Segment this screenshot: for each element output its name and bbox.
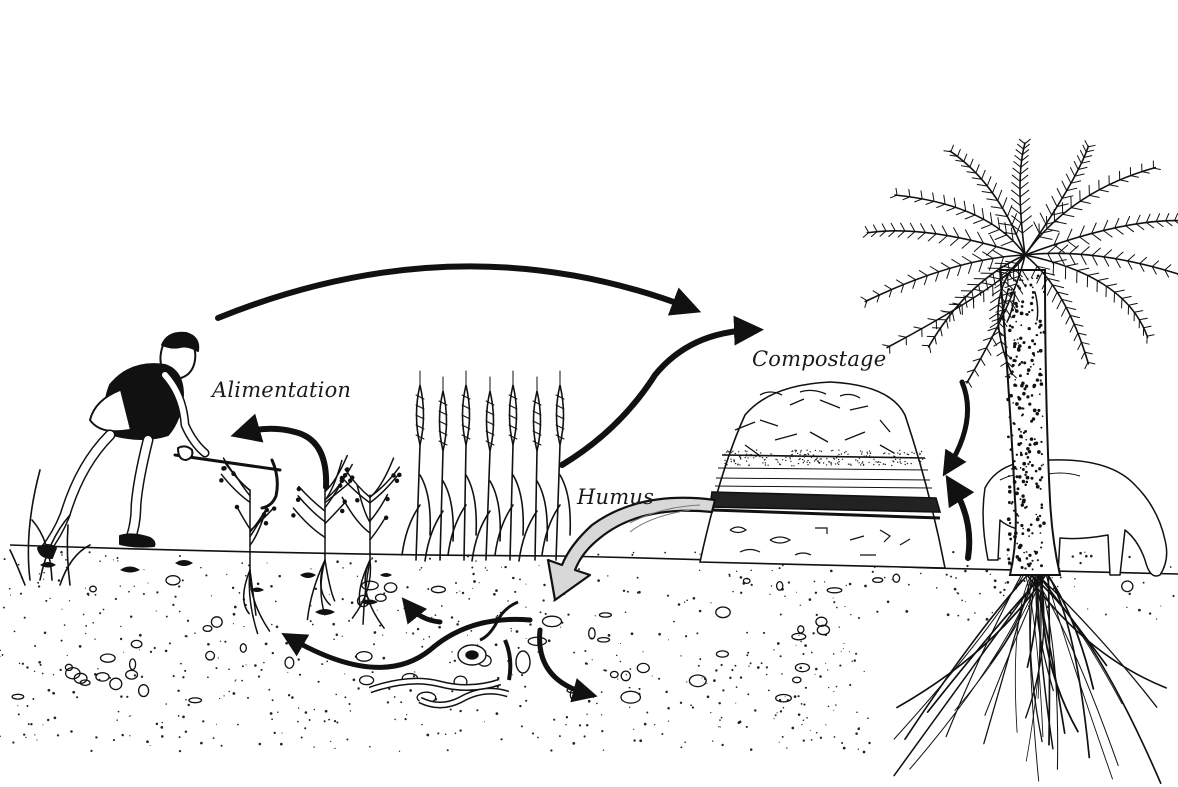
label-compostage: Compostage — [752, 347, 886, 371]
farmer-with-hoe — [38, 333, 280, 558]
arrow-wheat-to-compost — [562, 330, 752, 465]
arrow-soil-down — [540, 630, 588, 694]
wheat-stalks — [402, 371, 570, 561]
label-alimentation: Alimentation — [212, 378, 351, 402]
soil-pebbles — [12, 574, 1133, 703]
arrow-field-to-compost — [218, 266, 690, 318]
arrow-soil-up — [408, 605, 440, 622]
arrow-sheep-to-compost — [952, 485, 969, 558]
arrow-palm-to-compost — [948, 382, 968, 468]
compost-heap — [700, 382, 945, 568]
grazing-sheep — [983, 460, 1167, 576]
humus-arrow — [548, 498, 715, 600]
arrow-crops-to-food — [242, 429, 326, 487]
label-humus: Humus — [577, 485, 654, 509]
soil-clods — [40, 560, 576, 615]
small-crop-plants — [220, 456, 401, 634]
